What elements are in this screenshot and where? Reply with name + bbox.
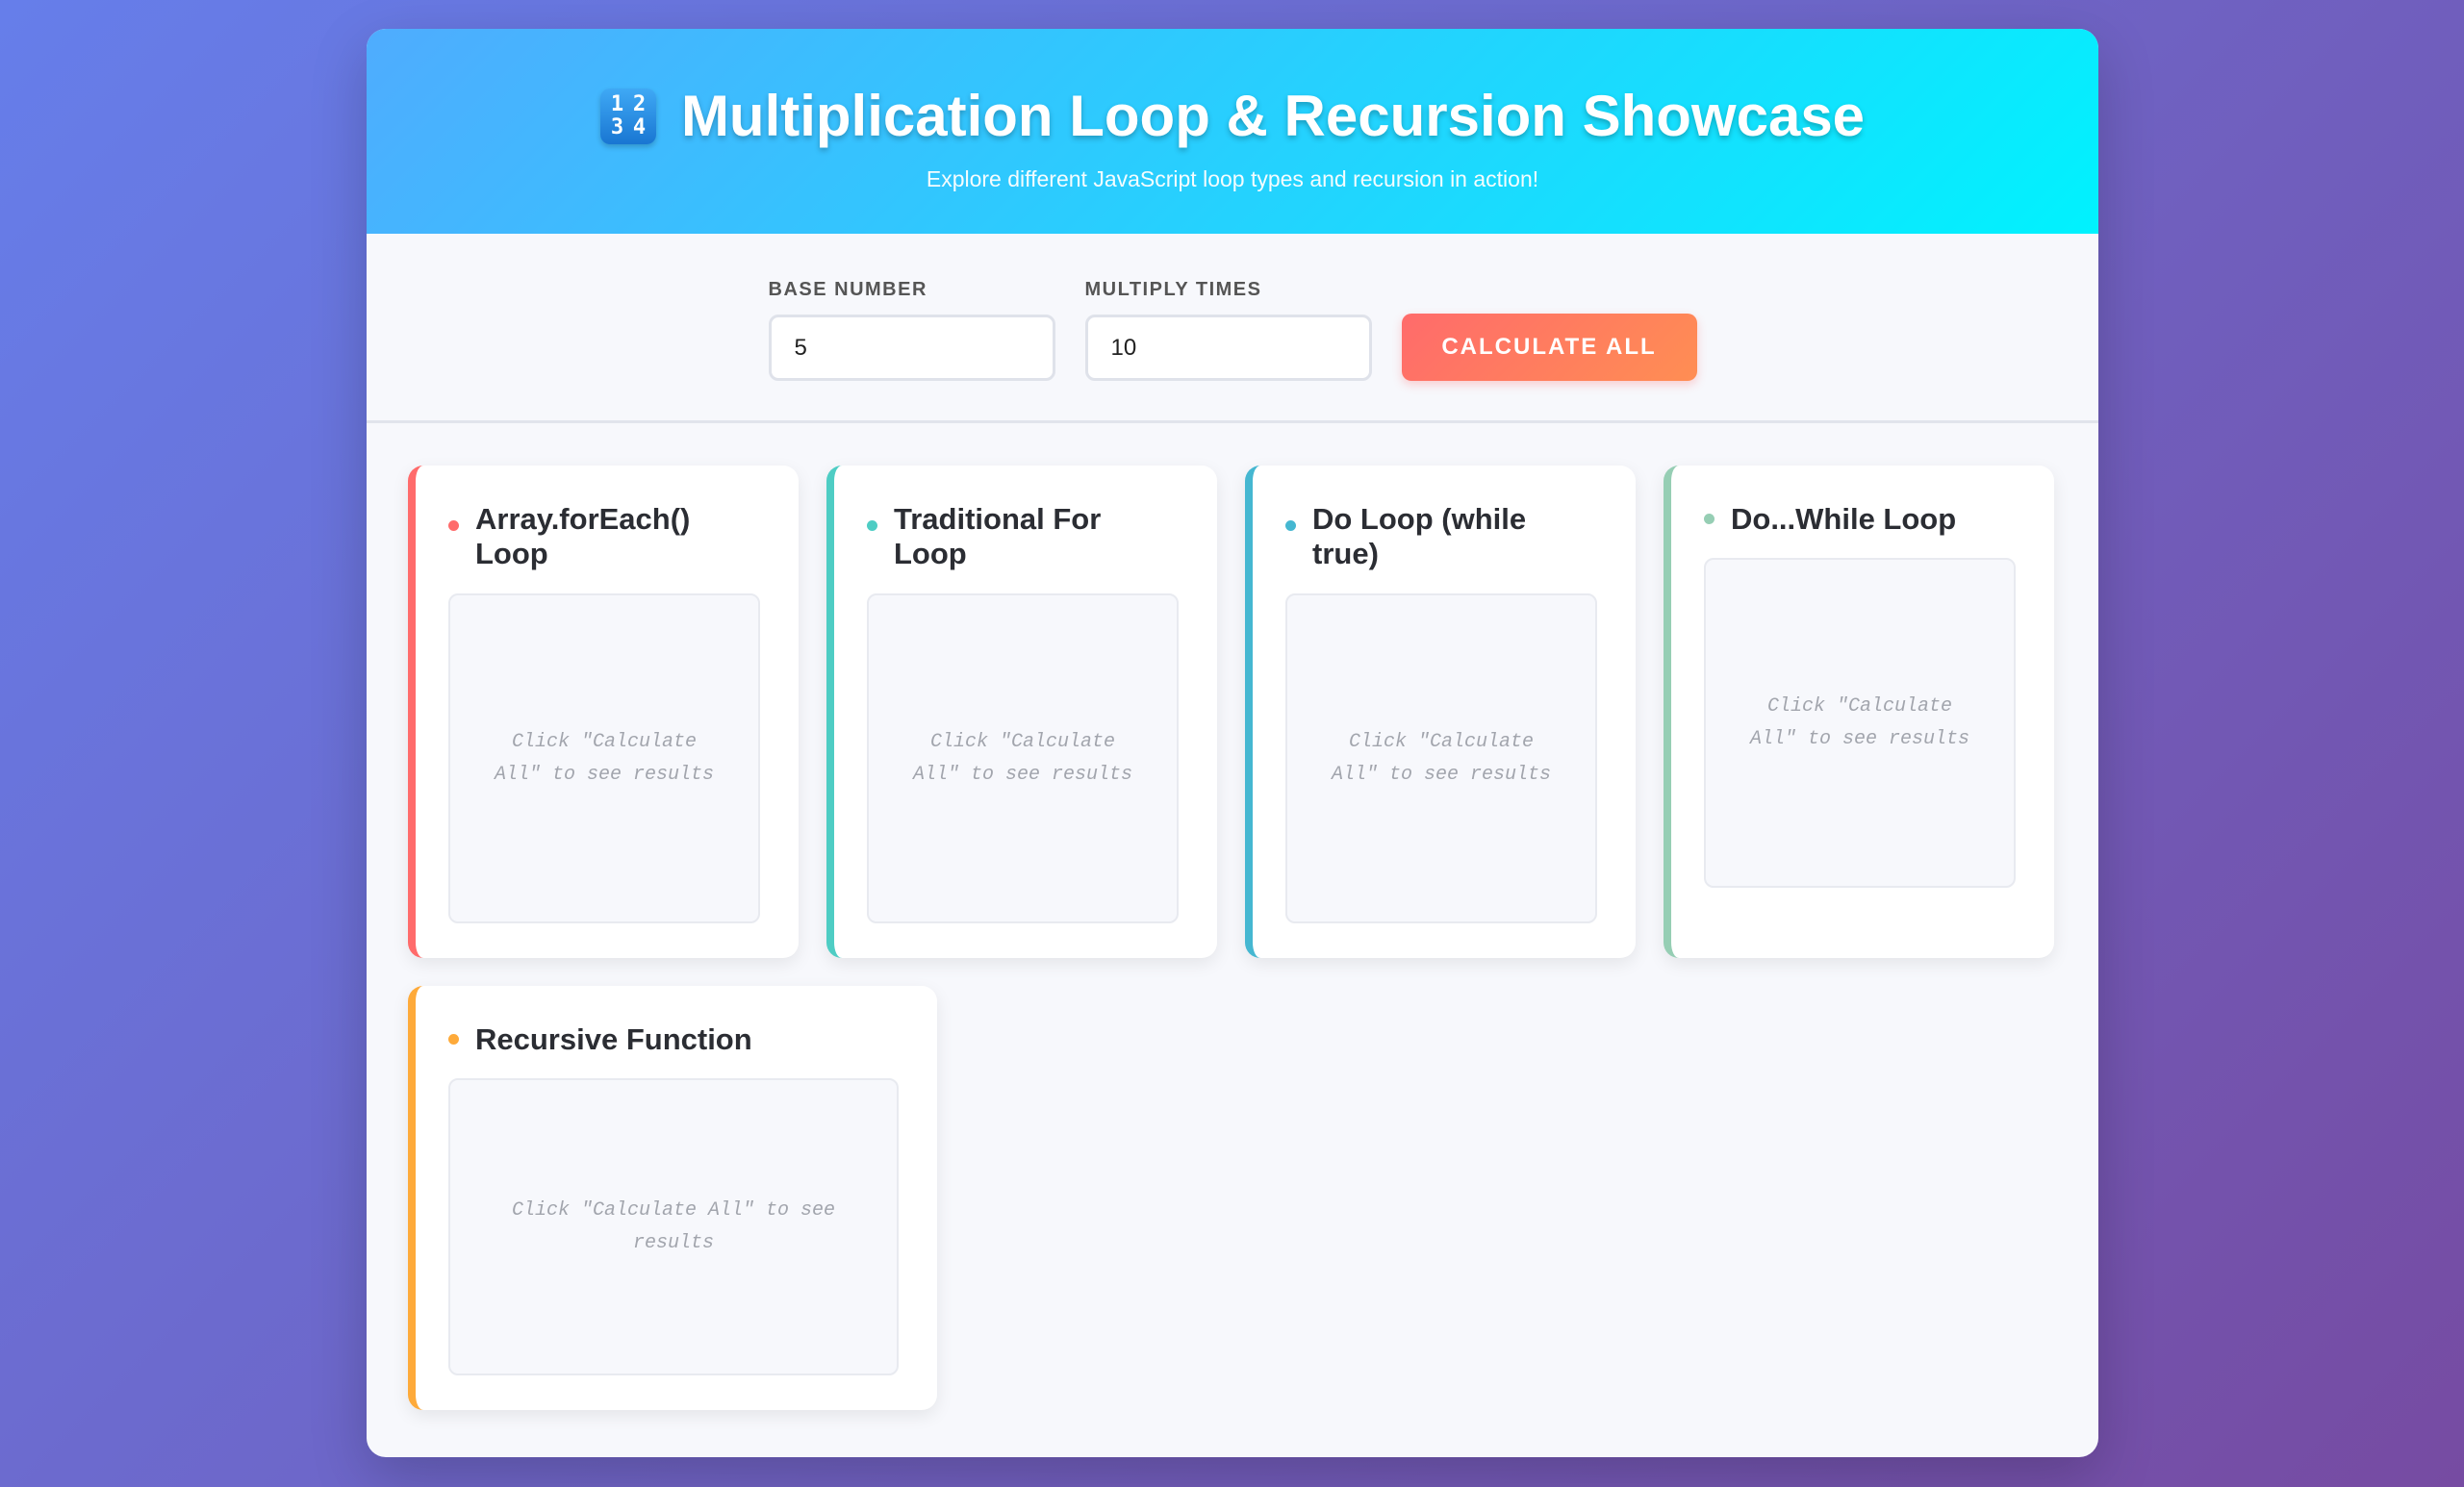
app-container: 1 2 3 4 Multiplication Loop & Recursion … — [367, 29, 2098, 1457]
base-number-input[interactable] — [768, 315, 1055, 381]
card-bullet-icon — [448, 520, 459, 531]
result-panel: Click "Calculate All" to see results — [448, 1078, 899, 1375]
card-for-loop: Traditional For Loop Click "Calculate Al… — [826, 466, 1217, 958]
icon-digit: 3 — [610, 114, 624, 139]
icon-digit: 4 — [632, 114, 647, 139]
result-panel: Click "Calculate All" to see results — [867, 593, 1179, 923]
base-number-field: BASE NUMBER — [768, 279, 1055, 381]
calculate-all-button[interactable]: CALCULATE ALL — [1401, 314, 1697, 381]
header: 1 2 3 4 Multiplication Loop & Recursion … — [367, 29, 2098, 234]
base-number-label: BASE NUMBER — [768, 279, 927, 300]
card-header: Do Loop (while true) — [1285, 502, 1603, 571]
multiply-times-field: MULTIPLY TIMES — [1084, 279, 1372, 381]
icon-digit: 1 — [610, 91, 624, 116]
card-header: Recursive Function — [448, 1022, 910, 1057]
page-title: Multiplication Loop & Recursion Showcase — [680, 84, 1866, 148]
card-recursive-function: Recursive Function Click "Calculate All"… — [408, 986, 937, 1410]
controls-bar: BASE NUMBER MULTIPLY TIMES CALCULATE ALL — [367, 234, 2098, 423]
page-subtitle: Explore different JavaScript loop types … — [926, 166, 1539, 191]
card-title: Array.forEach() Loop — [475, 502, 691, 570]
card-title: Recursive Function — [475, 1022, 752, 1056]
card-title: Traditional For Loop — [894, 502, 1102, 570]
result-panel: Click "Calculate All" to see results — [1704, 558, 2016, 888]
result-panel: Click "Calculate All" to see results — [448, 593, 760, 923]
multiply-times-label: MULTIPLY TIMES — [1084, 279, 1262, 300]
number-1234-icon: 1 2 3 4 — [599, 88, 656, 144]
card-foreach-loop: Array.forEach() Loop Click "Calculate Al… — [408, 466, 799, 958]
card-header: Traditional For Loop — [867, 502, 1184, 571]
icon-digit: 2 — [632, 91, 647, 116]
card-title: Do Loop (while true) — [1312, 502, 1527, 570]
card-bullet-icon — [1285, 520, 1296, 531]
card-do-loop-while-true: Do Loop (while true) Click "Calculate Al… — [1245, 466, 1636, 958]
card-title: Do...While Loop — [1731, 502, 1957, 536]
card-header: Do...While Loop — [1704, 502, 2021, 537]
card-bullet-icon — [1704, 514, 1715, 524]
multiply-times-input[interactable] — [1084, 315, 1372, 381]
card-header: Array.forEach() Loop — [448, 502, 766, 571]
card-do-while-loop: Do...While Loop Click "Calculate All" to… — [1664, 466, 2054, 958]
card-bullet-icon — [867, 520, 877, 531]
card-bullet-icon — [448, 1034, 459, 1045]
title-row: 1 2 3 4 Multiplication Loop & Recursion … — [367, 29, 2098, 149]
result-panel: Click "Calculate All" to see results — [1285, 593, 1597, 923]
